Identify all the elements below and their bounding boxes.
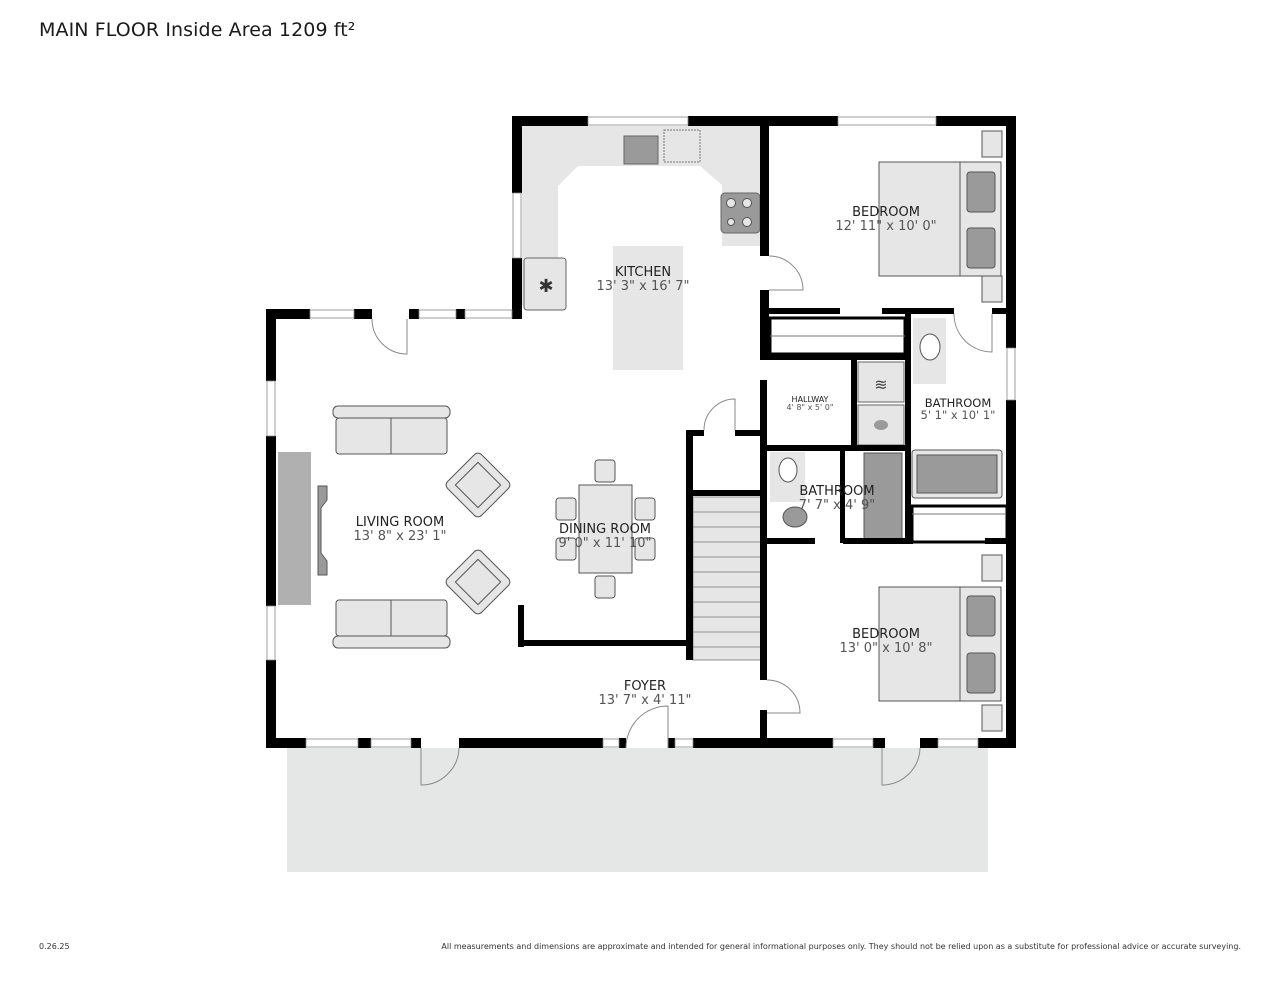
armchair-bottom: [445, 549, 511, 615]
room-dimensions: 4' 8" x 5' 0": [786, 403, 834, 413]
room-label-hallway: HALLWAY 4' 8" x 5' 0": [786, 395, 834, 413]
version-label: 0.26.25: [39, 942, 70, 951]
room-name: BEDROOM: [852, 627, 920, 642]
bed-bottom: [878, 554, 1003, 732]
room-label-living-room: LIVING ROOM 13' 8" x 23' 1": [354, 516, 447, 543]
sink-1-icon: [919, 333, 941, 361]
room-label-dining-room: DINING ROOM 9' 0" x 11' 10": [559, 523, 652, 550]
room-label-bathroom-2: BATHROOM 7' 7" x 4' 9": [799, 485, 875, 512]
svg-text:≋: ≋: [874, 375, 887, 394]
sink-2-icon: [778, 457, 798, 483]
room-name: LIVING ROOM: [355, 515, 445, 530]
floor-title: MAIN FLOOR Inside Area 1209 ft²: [39, 19, 356, 41]
refrigerator-icon: [523, 257, 567, 311]
deck-area: [287, 748, 988, 872]
sofa-top: [332, 405, 451, 455]
room-name: FOYER: [623, 679, 667, 694]
fireplace-hearth: [278, 452, 311, 605]
room-name: BATHROOM: [799, 484, 875, 499]
closet-bottom: [910, 504, 1009, 544]
room-label-kitchen: KITCHEN 13' 3" x 16' 7": [597, 266, 690, 293]
fireplace-icon: [317, 485, 328, 576]
room-dimensions: 9' 0" x 11' 10": [558, 535, 652, 551]
room-name: KITCHEN: [614, 265, 672, 280]
room-dimensions: 7' 7" x 4' 9": [798, 497, 876, 513]
room-dimensions: 13' 3" x 16' 7": [596, 278, 690, 294]
armchair-top: [445, 452, 511, 518]
walls: [266, 116, 1016, 748]
room-label-bedroom-1: BEDROOM 12' 11" x 10' 0": [835, 206, 936, 233]
staircase: [692, 496, 764, 661]
bed-top: [878, 130, 1003, 303]
windows: [266, 116, 1016, 748]
room-dimensions: 13' 7" x 4' 11": [598, 692, 692, 708]
room-label-foyer: FOYER 13' 7" x 4' 11": [599, 680, 692, 707]
room-dimensions: 13' 8" x 23' 1": [353, 528, 447, 544]
dryer-icon: [857, 361, 905, 403]
room-dimensions: 12' 11" x 10' 0": [835, 218, 937, 234]
room-name: BATHROOM: [924, 396, 992, 410]
svg-text:✱: ✱: [538, 276, 553, 297]
room-name: BEDROOM: [852, 205, 920, 220]
room-name: HALLWAY: [791, 395, 829, 404]
room-label-bedroom-2: BEDROOM 13' 0" x 10' 8": [840, 628, 933, 655]
room-dimensions: 13' 0" x 10' 8": [839, 640, 933, 656]
sofa-bottom: [332, 599, 451, 649]
kitchen-counters: ✱: [522, 126, 761, 370]
kitchen-island: [613, 246, 683, 370]
shower-icon: [863, 452, 903, 541]
room-label-bathroom-1: BATHROOM 5' 1" x 10' 1": [921, 397, 996, 421]
disclaimer-text: All measurements and dimensions are appr…: [441, 942, 1241, 951]
doors: [371, 255, 993, 786]
room-name: DINING ROOM: [558, 522, 652, 537]
toilet-icon: [782, 506, 808, 528]
sink-icon: [623, 135, 659, 165]
stove-icon: [720, 192, 761, 234]
room-dimensions: 5' 1" x 10' 1": [920, 408, 996, 423]
dining-table: [555, 459, 656, 599]
dishwasher-icon: [663, 129, 701, 163]
